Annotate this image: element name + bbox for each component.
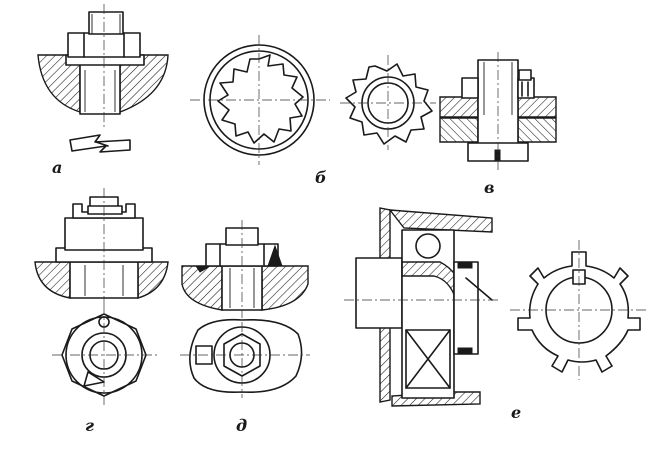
roller-bearing-section: [405, 329, 451, 389]
label-figure-v: в: [484, 178, 495, 197]
round-nut: [453, 261, 479, 355]
cotter-pin: [87, 205, 123, 215]
bolt-end: [88, 11, 124, 35]
figure-e: [344, 207, 648, 407]
internal-teeth: [217, 54, 304, 144]
figure-d: [180, 220, 310, 398]
figure-a: [37, 4, 169, 153]
locking-pin: [518, 69, 532, 81]
label-figure-b: б: [315, 168, 327, 187]
external-teeth: [345, 63, 433, 145]
label-figure-a: а: [52, 158, 63, 177]
locking-plate-outline: [189, 318, 303, 394]
label-figure-e: е: [511, 403, 522, 422]
bolt-shank: [79, 61, 121, 115]
label-figure-d: д: [236, 416, 248, 435]
multi-tab-lock-washer: [517, 251, 641, 373]
shaft: [355, 257, 403, 329]
figure-v: [439, 52, 557, 172]
label-figure-g: г: [85, 416, 94, 435]
housing-top: [388, 209, 493, 233]
bearing-ball: [415, 233, 441, 259]
figure-g: [34, 188, 169, 405]
figure-b: [190, 35, 436, 165]
nut-right: [517, 77, 535, 99]
nut-left: [461, 77, 479, 99]
bearing: [401, 229, 455, 399]
